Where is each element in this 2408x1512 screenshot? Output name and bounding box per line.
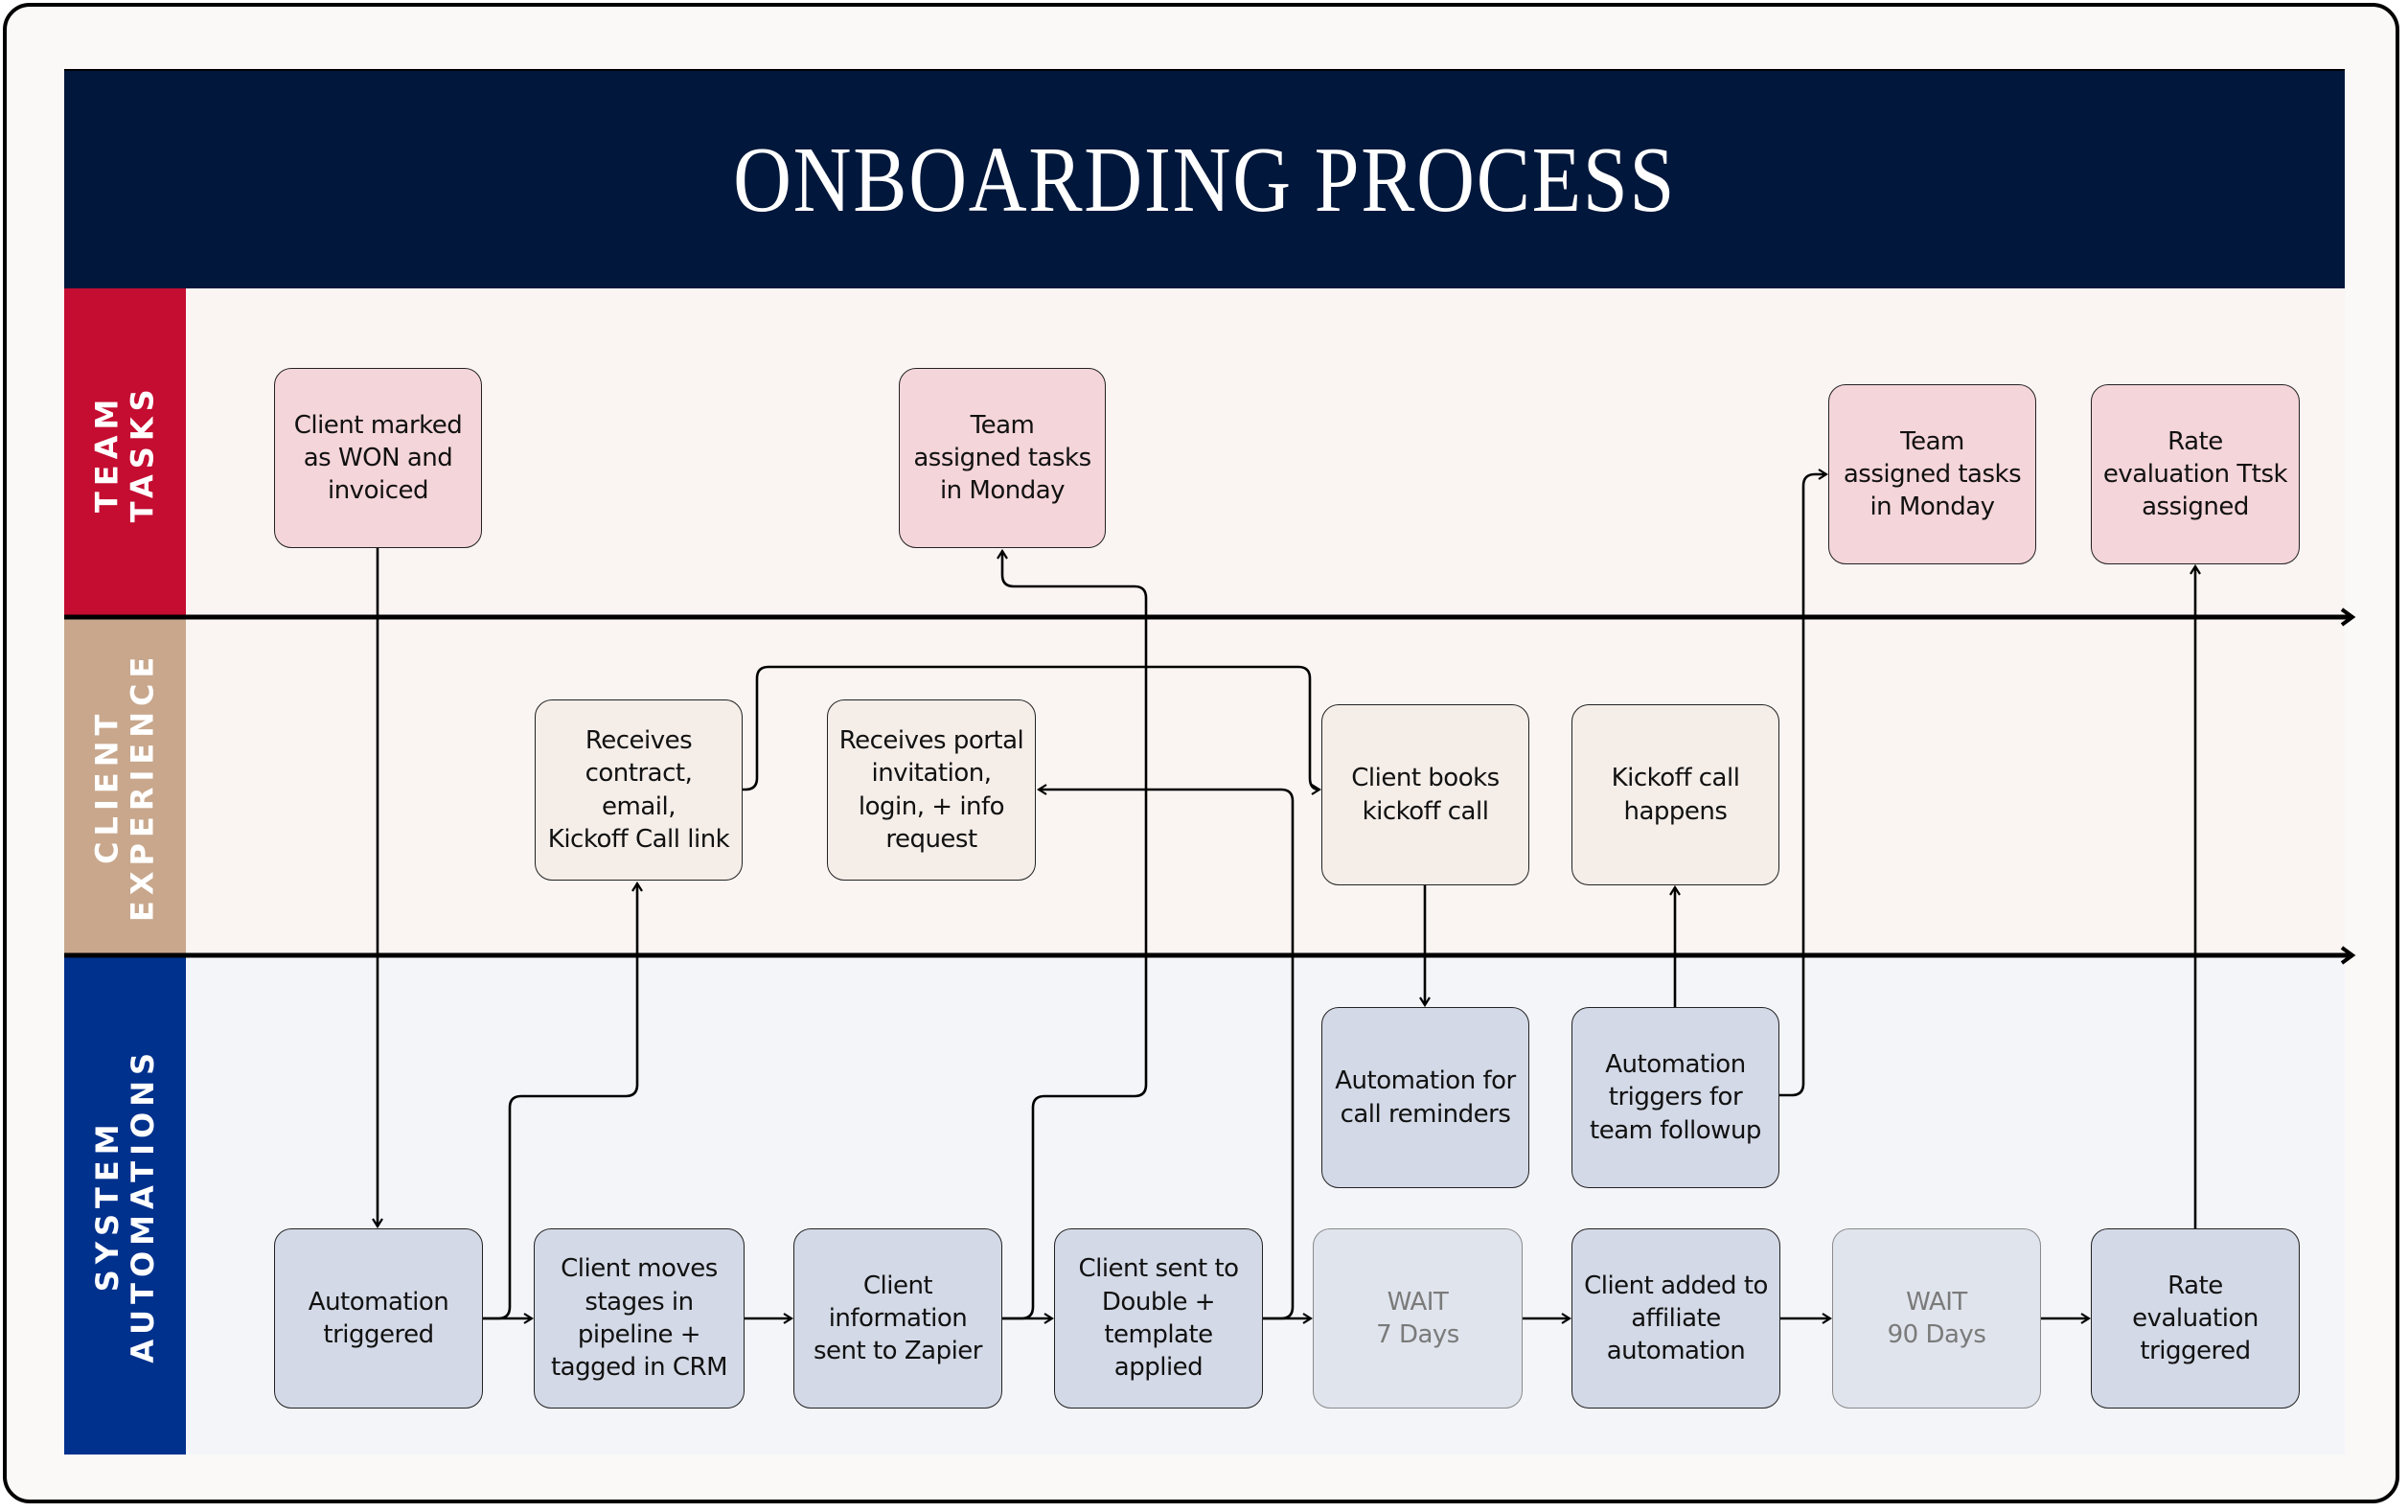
node-client-moves-stages[interactable]: Client moves stages in pipeline + tagged… [534, 1228, 745, 1409]
lane-label-team-tasks: TEAM TASKS [64, 288, 186, 617]
node-client-added-affiliate[interactable]: Client added to affiliate automation [1571, 1228, 1780, 1409]
page-title: ONBOARDING PROCESS [733, 127, 1676, 232]
swimlane-client-experience: CLIENT EXPERIENCE [64, 617, 2345, 955]
node-kickoff-call-happens[interactable]: Kickoff call happens [1571, 704, 1779, 885]
node-wait-7-days[interactable]: WAIT 7 Days [1313, 1228, 1523, 1409]
lane-label-system-automations: SYSTEM AUTOMATIONS [64, 955, 186, 1455]
node-team-assigned-tasks-1[interactable]: Team assigned tasks in Monday [899, 368, 1106, 548]
lane-body-client-experience [186, 617, 2345, 955]
header-banner: ONBOARDING PROCESS [64, 69, 2345, 288]
node-rate-evaluation-task[interactable]: Rate evaluation Ttsk assigned [2091, 384, 2300, 564]
node-receives-portal-invitation[interactable]: Receives portal invitation, login, + inf… [827, 699, 1036, 881]
lane-label-client-experience: CLIENT EXPERIENCE [64, 617, 186, 955]
node-automation-triggered[interactable]: Automation triggered [274, 1228, 483, 1409]
node-client-books-kickoff[interactable]: Client books kickoff call [1321, 704, 1529, 885]
node-team-assigned-tasks-2[interactable]: Team assigned tasks in Monday [1828, 384, 2036, 564]
node-receives-contract[interactable]: Receives contract, email, Kickoff Call l… [535, 699, 743, 881]
node-automation-team-followup[interactable]: Automation triggers for team followup [1571, 1007, 1779, 1188]
node-automation-call-reminders[interactable]: Automation for call reminders [1321, 1007, 1529, 1188]
node-client-marked-won[interactable]: Client marked as WON and invoiced [274, 368, 482, 548]
node-client-info-zapier[interactable]: Client information sent to Zapier [793, 1228, 1002, 1409]
node-rate-evaluation-triggered[interactable]: Rate evaluation triggered [2091, 1228, 2300, 1409]
node-wait-90-days[interactable]: WAIT 90 Days [1832, 1228, 2041, 1409]
node-client-sent-double[interactable]: Client sent to Double + template applied [1054, 1228, 1263, 1409]
